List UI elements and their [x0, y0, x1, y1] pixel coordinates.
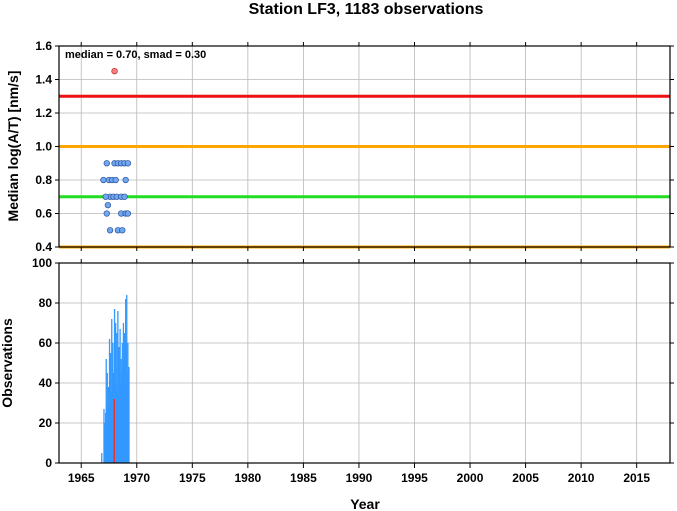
bottom-y-ticks: 0 20 40 60 80 100 [32, 256, 674, 470]
x-tick-label-2: 1975 [179, 471, 206, 485]
bottom-frame [58, 262, 671, 464]
scatter-point-0-16 [102, 193, 109, 200]
scatter-point-0-9 [112, 176, 119, 184]
top-y-ticks: 0.4 0.6 0.8 1.0 1.2 1.4 1.6 [35, 39, 674, 254]
scatter-point-0-15 [121, 193, 128, 200]
bottom-y-tick-label-1: 20 [39, 416, 53, 430]
median-annotation: median = 0.70, smad = 0.30 [65, 49, 206, 61]
x-axis-label: Year [350, 496, 380, 511]
x-tick-label-5: 1990 [346, 471, 373, 485]
x-tick-label-9: 2010 [568, 471, 595, 485]
scatter-point-0-21 [124, 210, 132, 217]
x-tick-label-7: 2000 [457, 471, 484, 485]
observation-bars [101, 295, 130, 463]
scatter-points [100, 67, 132, 234]
scatter-point-0-0 [103, 160, 110, 167]
scatter-point-0-22 [106, 227, 114, 234]
top-y-tick-label-3: 1.0 [35, 140, 52, 154]
top-panel: 0.4 0.6 0.8 1.0 1.2 1.4 1.6 median = 0.70, sma… [5, 39, 674, 254]
scatter-point-0-5 [124, 160, 132, 167]
top-y-tick-label-1: 0.6 [35, 207, 52, 221]
x-ticks: 1965 1970 1975 1980 1985 1990 1995 2000 2005 2010… [68, 259, 650, 485]
x-tick-label-1: 1970 [123, 471, 150, 485]
scatter-point-1-0 [111, 67, 118, 75]
reference-lines [59, 94, 670, 249]
bottom-panel: 0 20 40 60 80 100 1965 1970 1975 1980 1985 1990 199… [0, 256, 674, 511]
bottom-y-tick-label-3: 60 [39, 336, 53, 350]
x-tick-label-8: 2005 [512, 471, 539, 485]
top-y-tick-label-2: 0.8 [35, 173, 52, 187]
scatter-point-0-17 [104, 201, 112, 209]
x-tick-label-4: 1985 [290, 471, 317, 485]
top-y-tick-label-4: 1.2 [35, 106, 52, 120]
bottom-y-tick-label-5: 100 [32, 256, 52, 270]
bottom-y-tick-label-0: 0 [45, 456, 52, 470]
bottom-y-tick-label-2: 40 [39, 376, 53, 390]
bottom-y-tick-label-4: 80 [39, 296, 53, 310]
x-tick-label-0: 1965 [68, 471, 95, 485]
top-y-axis-label: Median log(A/T) [nm/s] [5, 71, 21, 222]
x-tick-label-3: 1980 [235, 471, 262, 485]
scatter-point-0-10 [122, 176, 129, 184]
scatter-point-0-6 [100, 176, 107, 184]
x-tick-label-10: 2015 [623, 471, 650, 485]
scatter-point-0-18 [103, 210, 110, 217]
x-tick-label-6: 1995 [401, 471, 428, 485]
chart-title: Station LF3, 1183 observations [249, 1, 484, 18]
bottom-grid [59, 262, 670, 464]
top-y-tick-label-5: 1.4 [35, 73, 52, 87]
top-y-tick-label-6: 1.6 [35, 39, 52, 53]
top-y-tick-label-0: 0.4 [35, 240, 52, 254]
scatter-point-0-24 [119, 227, 126, 234]
bottom-y-axis-label: Observations [0, 318, 15, 408]
